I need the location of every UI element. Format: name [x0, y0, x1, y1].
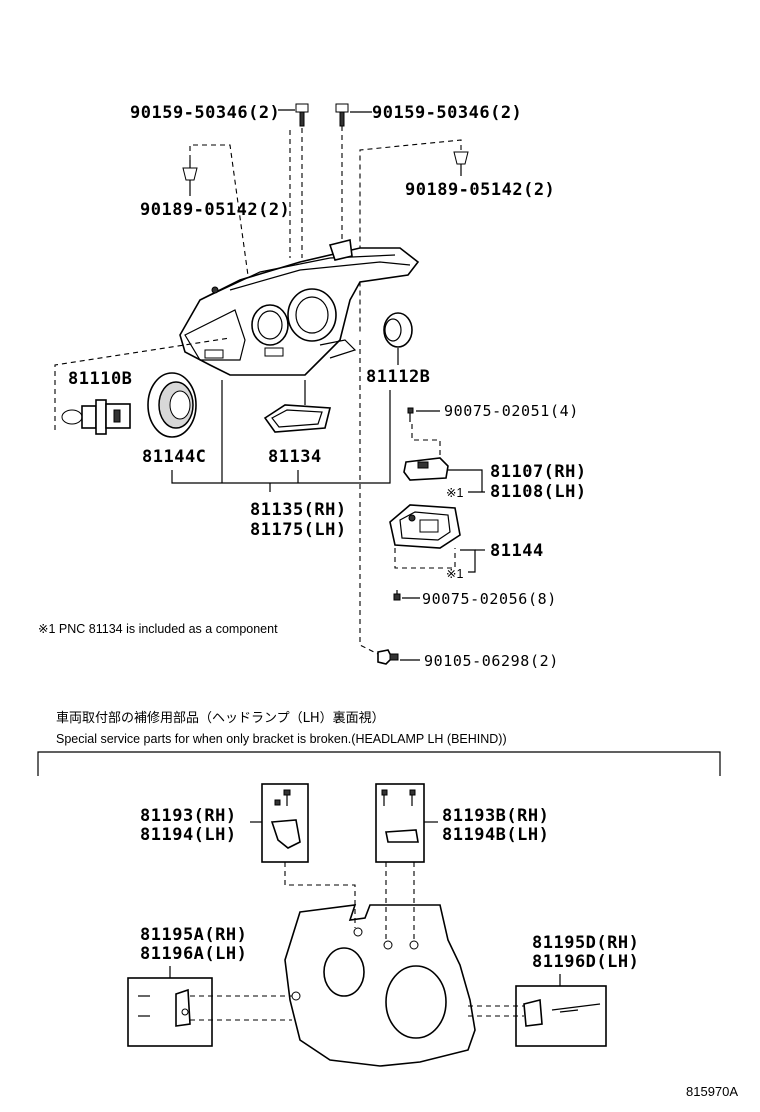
label-bracket1-lh: 81194(LH) [140, 825, 237, 845]
clip-icon [453, 151, 469, 176]
bracket-icon [381, 789, 419, 843]
label-screw-bottom: 90105-06298(2) [424, 652, 559, 670]
gasket-icon [263, 404, 332, 433]
bracket-icon [270, 789, 301, 849]
guide-line [284, 862, 356, 928]
label-bracket4-lh: 81196D(LH) [532, 952, 639, 972]
label-socket-lh: 81108(LH) [490, 482, 587, 502]
label-bracket4-rh: 81195D(RH) [532, 933, 639, 953]
headlamp-back [284, 904, 476, 1067]
label-cap: 81112B [366, 367, 430, 387]
guide-line [394, 548, 456, 569]
label-bracket3-lh: 81196A(LH) [140, 944, 247, 964]
label-bracket3-rh: 81195A(RH) [140, 925, 247, 945]
screw-icon [377, 649, 399, 665]
label-clip-left: 90189-05142(2) [140, 200, 290, 220]
label-computer: 81144 [490, 541, 544, 561]
label-gasket: 81134 [268, 447, 322, 467]
label-socket-rh: 81107(RH) [490, 462, 587, 482]
bracket-line [171, 390, 391, 484]
label-unit-rh: 81135(RH) [250, 500, 347, 520]
guide-line [54, 337, 231, 430]
label-bracket2-rh: 81193B(RH) [442, 806, 549, 826]
label-clip-right: 90189-05142(2) [405, 180, 555, 200]
label-bracket2-lh: 81194B(LH) [442, 825, 549, 845]
section-title-ja: 車両取付部の補修用部品（ヘッドランプ（LH）裏面視） [56, 711, 385, 726]
bracket-icon [523, 998, 601, 1027]
label-bolt-top-left: 90159-50346(2) [130, 103, 280, 123]
label-bolt-top-right: 90159-50346(2) [372, 103, 522, 123]
headlamp-assembly [179, 239, 420, 376]
bracket-box [127, 977, 213, 1047]
bolt-icon [335, 103, 372, 127]
bracket-box [375, 783, 425, 863]
figure-id: 815970A [686, 1084, 738, 1099]
label-screw-small: 90075-02051(4) [444, 402, 579, 420]
label-bulb: 81110B [68, 369, 132, 389]
bolt-icon [278, 103, 309, 127]
cap-icon [383, 312, 413, 348]
label-unit-lh: 81175(LH) [250, 520, 347, 540]
gasket-cover-icon [147, 372, 197, 438]
label-bracket1-rh: 81193(RH) [140, 806, 237, 826]
guide-line [189, 144, 251, 291]
guide-line [411, 424, 441, 455]
mark-1: ※1 [446, 567, 463, 581]
label-screw-computer: 90075-02056(8) [422, 590, 557, 608]
computer-icon [389, 504, 461, 549]
socket-icon [403, 457, 449, 481]
clip-icon [182, 160, 198, 196]
guide-line [359, 139, 462, 335]
section-title-en: Special service parts for when only brac… [56, 732, 507, 746]
footnote: ※1 PNC 81134 is included as a component [38, 622, 278, 636]
section-frame [37, 751, 721, 776]
mark-1: ※1 [446, 486, 463, 500]
bulb-icon [61, 399, 131, 435]
label-gasket-cover: 81144C [142, 447, 206, 467]
guide-line [359, 340, 381, 656]
screw-icon [393, 590, 401, 601]
screw-icon [407, 407, 414, 422]
bracket-icon [138, 988, 191, 1027]
